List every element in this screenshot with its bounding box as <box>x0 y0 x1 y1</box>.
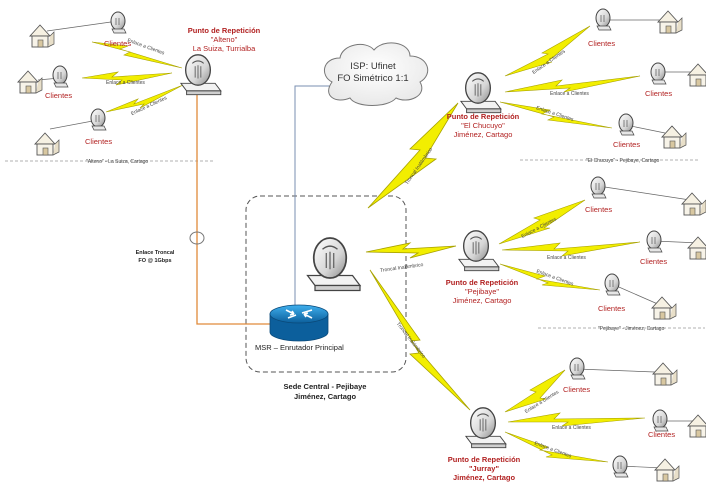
router-label: MSR – Enrutador Principal <box>255 343 344 352</box>
wireless-trunk-bolts <box>365 102 471 411</box>
sede-location: Jiménez, Cartago <box>293 392 357 401</box>
clientes-label: Clientes <box>598 304 626 313</box>
pejibaye-place: Jiménez, Cartago <box>452 296 512 305</box>
repeater-alteno-icon <box>181 55 221 95</box>
sede-central-boundary <box>245 195 407 373</box>
clientes-label: Clientes <box>588 39 616 48</box>
fiber-coil-icon <box>189 231 205 245</box>
client-link-label: Enlace a Clientes <box>552 425 591 431</box>
clientes-label: Clientes <box>563 385 591 394</box>
repeater-jurray-icon <box>466 408 506 448</box>
clientes-label: Clientes <box>613 140 641 149</box>
wireless-client-bolts <box>81 25 646 463</box>
pejibaye-name: "Pejibaye" <box>464 287 500 296</box>
trunk-speed: FO @ 1Gbps <box>138 258 172 264</box>
client-link-label: Enlace a Clientes <box>547 255 586 261</box>
pejibaye-title: Punto de Repetición <box>445 278 519 287</box>
alteno-divider-label: "Alteno" - La Suiza, Cartago <box>86 159 149 165</box>
alteno-place: La Suiza, Turrialba <box>192 44 256 53</box>
isp-subtitle: FO Simétrico 1:1 <box>337 73 409 84</box>
chucuyo-place: Jiménez, Cartago <box>453 130 513 139</box>
jurray-place: Jiménez, Cartago <box>452 473 516 482</box>
jurray-name: "Jurray" <box>468 464 500 473</box>
main-router-icon <box>269 304 329 342</box>
chucuyo-title: Punto de Repetición <box>446 112 520 121</box>
alteno-title: Punto de Repetición <box>187 26 261 35</box>
clientes-label: Clientes <box>45 91 73 100</box>
clientes-label: Clientes <box>640 257 668 266</box>
clientes-label: Clientes <box>85 137 113 146</box>
fiber-trunk-link <box>196 95 272 325</box>
clientes-label: Clientes <box>585 205 613 214</box>
trunk-label: Enlace Troncal <box>135 250 175 256</box>
clientes-label: Clientes <box>104 39 132 48</box>
region-dividers <box>5 159 705 329</box>
repeater-chucuyo-icon <box>461 73 501 113</box>
alteno-name: "Alteno" <box>210 35 238 44</box>
pejibaye-divider-label: "Pejibaye" - Jiménez, Cartago <box>598 326 665 332</box>
chucuyo-divider-label: "El Chucuyo" - Pejibaye, Cartago <box>586 158 660 164</box>
isp-link <box>294 85 336 312</box>
clientes-label: Clientes <box>648 430 676 439</box>
chucuyo-name: "El Chucuyo" <box>461 121 505 130</box>
repeater-pejibaye-icon <box>459 231 499 271</box>
isp-cloud <box>324 42 429 106</box>
isp-title: ISP: Ufinet <box>350 61 396 72</box>
clientes-label: Clientes <box>645 89 673 98</box>
jurray-title: Punto de Repetición <box>447 455 521 464</box>
central-antenna-icon <box>308 238 361 291</box>
client-link-label: Enlace a Clientes <box>550 91 589 97</box>
sede-title: Sede Central - Pejibaye <box>283 382 367 391</box>
client-link-label: Enlace a Clientes <box>106 80 145 86</box>
